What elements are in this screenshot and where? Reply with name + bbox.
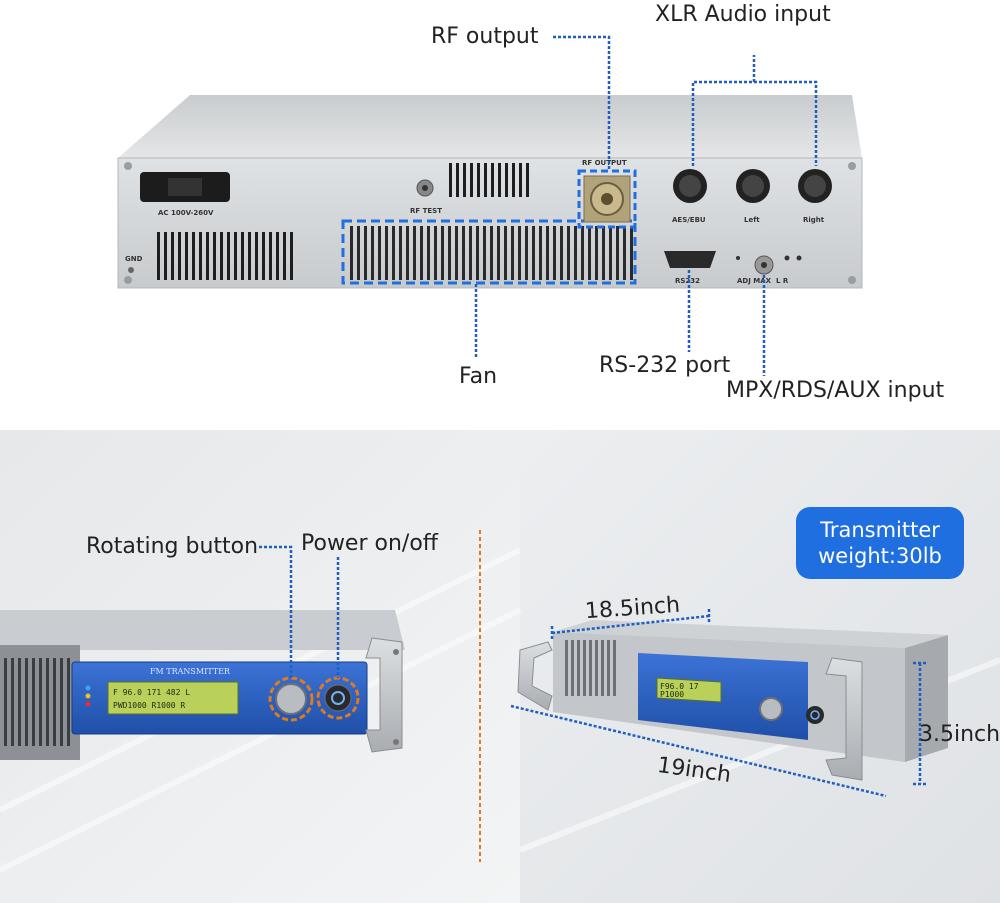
front-panel-brand: FM TRANSMITTER [150,667,231,676]
fan-callout: Fan [459,364,498,389]
rs232-connector [664,251,716,268]
adj-label: ADJ MAX [737,277,772,285]
xlr-aes-connector [673,169,707,203]
weight-badge: Transmitter weight:30lb [796,507,964,579]
rotating-knob [275,683,307,715]
fan-grille [350,226,633,280]
right-unit-side [905,635,948,762]
right-lcd [656,677,722,703]
gnd-label: GND [125,255,143,263]
weight-badge-line-1: Transmitter [820,517,940,542]
left-lcd [107,681,239,715]
callout-lines [474,35,818,376]
rf-test-label: RF TEST [410,207,442,215]
right-label: Right [803,216,825,224]
xlr-audio-input-callout: XLR Audio input [655,2,831,27]
rotating-button-callout: Rotating button [86,534,259,559]
upper-vent [449,163,529,197]
lr-label: L R [776,277,789,285]
fan-highlight-box [341,219,637,285]
left-vent [157,232,293,280]
left-rack-handle [365,637,403,753]
right-lcd-line-2: P1000 [660,690,684,699]
left-label: Left [744,216,760,224]
rf-output-callout: RF output [431,24,539,49]
height-dimension: 3.5inch [919,722,1000,747]
rs232-label: RS232 [675,277,700,285]
right-rack-handle-right [825,657,863,781]
right-lcd-line-1: F96.0 17 [660,682,699,691]
lcd-line-2: PWD1000 R1000 R [113,701,185,710]
rf-output-panel-label: RF OUTPUT [582,159,627,167]
lcd-line-1: F 96.0 171 482 L [113,688,190,697]
weight-badge-line-2: weight:30lb [818,544,942,568]
rear-panel-illustration: AC 100V-260V RF TEST RF OUTPUT AES/EBU L… [117,35,863,376]
mpx-input-callout: MPX/RDS/AUX input [726,378,945,403]
ac-label: AC 100V-260V [158,209,214,217]
left-unit-top [0,610,405,650]
xlr-right-connector [798,169,832,203]
chassis-top [118,95,862,158]
right-rack-handle-left [517,641,553,711]
aes-label: AES/EBU [672,216,706,224]
xlr-left-connector [736,169,770,203]
rs232-port-callout: RS-232 port [599,353,731,378]
power-onoff-callout: Power on/off [301,531,438,556]
power-button [324,684,352,712]
right-unit-top [553,620,948,648]
bottom-photos: FM TRANSMITTER F 96.0 171 482 L PWD1000 … [0,430,1000,903]
